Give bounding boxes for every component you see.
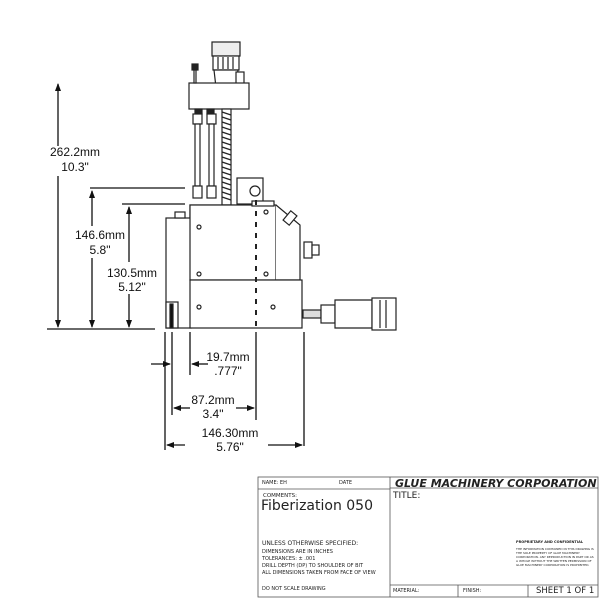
note-4: DRILL DEPTH (DP) TO SHOULDER OF BIT [262, 563, 364, 569]
sheet-number: SHEET 1 OF 1 [536, 586, 595, 596]
company-name: GLUE MACHINERY CORPORATION [395, 477, 597, 490]
gauge-icon [249, 185, 261, 197]
finish-field: FINISH: [463, 588, 482, 594]
center-mm: 87.2mm [191, 393, 234, 407]
comments-label: COMMENTS: [263, 493, 297, 499]
upper-block [189, 204, 277, 281]
applicator-machine [165, 41, 397, 332]
connector-spring [302, 309, 322, 319]
note-3: TOLERANCES: ± .001 [262, 556, 316, 562]
valve-module [188, 82, 250, 110]
dimension-labels: 262.2mm 10.3" 146.6mm 5.8" 130.5mm 5.12"… [50, 145, 258, 454]
overall-width-in: 5.76" [216, 440, 244, 454]
proprietary-heading: PROPRIETARY AND CONFIDENTIAL [516, 540, 584, 544]
set-screw [191, 63, 199, 71]
overall-width-mm: 146.30mm [202, 426, 259, 440]
overall-height-mm: 262.2mm [50, 145, 100, 159]
gauge-bracket [236, 177, 264, 205]
center-in: 3.4" [203, 407, 224, 421]
note-5: ALL DIMENSIONS TAKEN FROM FACE OF VIEW [262, 570, 376, 576]
material-field: MATERIAL: [393, 588, 420, 594]
title-label: TITLE: [393, 491, 421, 501]
height-b-mm: 130.5mm [107, 266, 157, 280]
date-field: DATE [339, 480, 353, 486]
connector-cap [371, 297, 397, 331]
note-2: DIMENSIONS ARE IN INCHES [262, 549, 333, 555]
note-6: DO NOT SCALE DRAWING [262, 586, 326, 592]
proprietary-text: THE INFORMATION CONTAINED IN THIS DRAWIN… [516, 547, 594, 567]
lower-block [189, 279, 303, 329]
connector-body [334, 299, 373, 329]
title-block-frame [257, 476, 599, 598]
overall-height-in: 10.3" [61, 160, 89, 174]
comments-value: Fiberization 050 [261, 498, 373, 514]
knob-grip [212, 55, 240, 71]
dimension-lines [47, 83, 305, 450]
offset-mm: 19.7mm [206, 350, 249, 364]
height-a-mm: 146.6mm [75, 228, 125, 242]
note-1: UNLESS OTHERWISE SPECIFIED: [262, 540, 359, 547]
offset-in: .777" [214, 364, 242, 378]
height-b-in: 5.12" [118, 280, 146, 294]
knob-cap [211, 41, 241, 57]
name-field: NAME: EH [262, 480, 287, 486]
height-a-in: 5.8" [90, 243, 111, 257]
